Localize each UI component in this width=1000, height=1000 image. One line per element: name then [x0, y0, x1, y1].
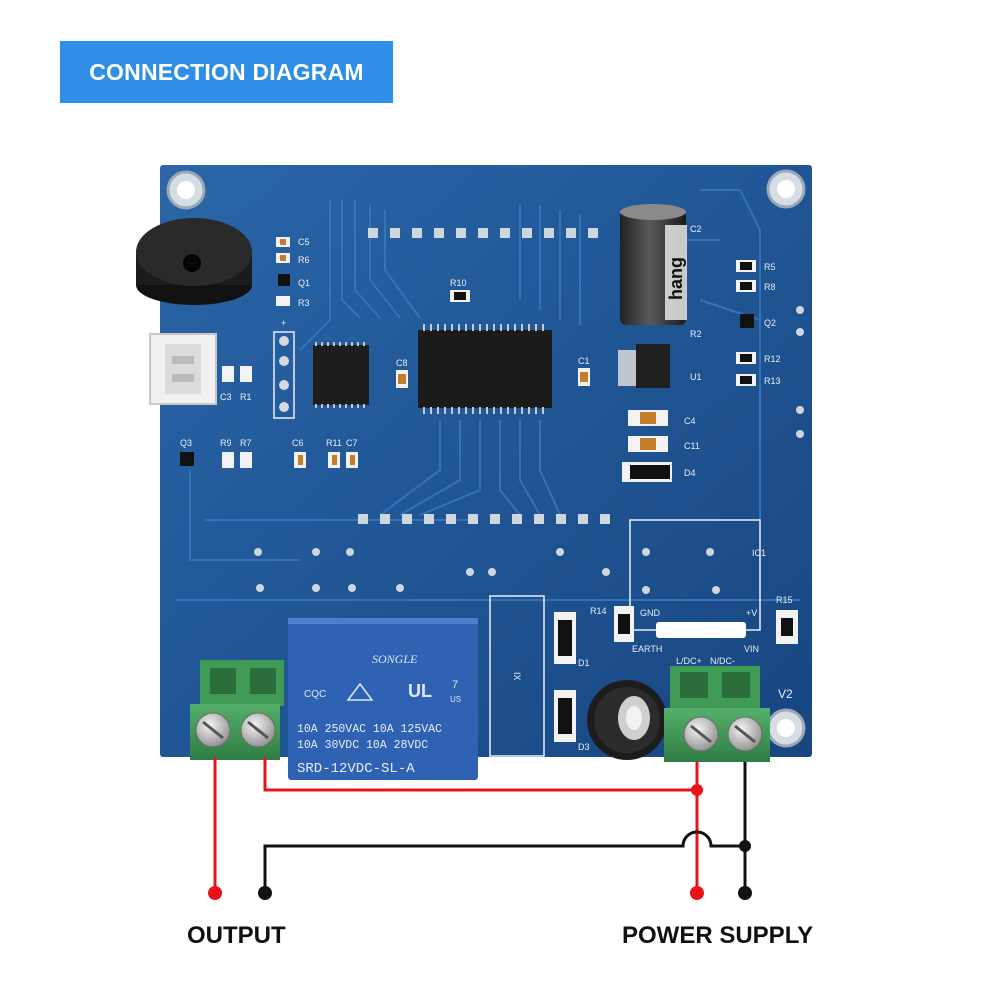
output-neutral-terminal-dot	[258, 886, 272, 900]
label-c8: C8	[396, 358, 408, 368]
relay-cert-left: CQC	[304, 689, 326, 700]
label-n-dc: N/DC-	[710, 656, 735, 666]
output-terminal-block	[190, 660, 284, 760]
mounting-hole	[166, 170, 206, 210]
label-u1: U1	[690, 372, 702, 382]
label-gnd: GND	[640, 608, 661, 618]
capacitor-brand: hang	[666, 257, 686, 300]
label-r6: R6	[298, 255, 310, 265]
neutral-junction-dot	[739, 840, 751, 852]
label-vin: VIN	[744, 644, 759, 654]
relay-cert-mark: UL	[408, 681, 432, 701]
label-r2: R2	[690, 329, 702, 339]
power-module-outline	[614, 519, 798, 644]
label-d4: D4	[684, 468, 696, 478]
label-c6: C6	[292, 438, 304, 448]
silkscreen-labels: C5 R6 Q1 R3 + R10 C2 R5 R8 Q2 R2 R12 R13…	[180, 224, 793, 752]
output-caption: OUTPUT	[187, 922, 286, 949]
wire-output-neutral	[263, 830, 745, 892]
label-c2: C2	[690, 224, 702, 234]
label-r7: R7	[240, 438, 252, 448]
label-pv: +V	[746, 608, 757, 618]
label-r1: R1	[240, 392, 252, 402]
wiring	[213, 757, 747, 892]
label-r13: R13	[764, 376, 781, 386]
main-controller-ic	[418, 324, 552, 414]
relay-cert-us: US	[450, 695, 461, 704]
label-d3: D3	[578, 742, 590, 752]
label-q2: Q2	[764, 318, 776, 328]
output-live-terminal-dot	[208, 886, 222, 900]
label-c4: C4	[684, 416, 696, 426]
small-ic	[313, 342, 369, 408]
label-q3: Q3	[180, 438, 192, 448]
relay-brand: SONGLE	[372, 652, 418, 666]
power-screw-right	[727, 716, 763, 752]
mounting-hole	[766, 708, 806, 748]
wire-endpoints	[208, 784, 752, 900]
label-r10: R10	[450, 278, 467, 288]
power-screw-left	[683, 716, 719, 752]
relay-model: SRD-12VDC-SL-A	[297, 761, 415, 777]
electrolytic-capacitor-c2: hang	[620, 204, 687, 325]
label-ic1: IC1	[752, 548, 766, 558]
label-q1: Q1	[298, 278, 310, 288]
sensor-connector	[149, 333, 217, 405]
output-screw-right	[240, 712, 276, 748]
power-live-terminal-dot	[690, 886, 704, 900]
label-c3: C3	[220, 392, 232, 402]
label-r5: R5	[764, 262, 776, 272]
label-c11: C11	[684, 441, 700, 451]
label-r8: R8	[764, 282, 776, 292]
label-plus: +	[281, 318, 286, 328]
label-c1: C1	[578, 356, 590, 366]
label-c5: C5	[298, 237, 310, 247]
live-junction-dot	[691, 784, 703, 796]
wire-relay-bridge	[263, 757, 697, 792]
label-v2: V2	[778, 687, 793, 701]
label-r9: R9	[220, 438, 232, 448]
relay: SONGLE CQC UL 7 US 10A 250VAC 10A 125VAC…	[288, 618, 478, 780]
mounting-hole	[766, 169, 806, 209]
electrolytic-capacitor-small	[587, 680, 667, 760]
label-earth: EARTH	[632, 644, 662, 654]
relay-rating-2: 10A 30VDC 10A 28VDC	[297, 739, 428, 752]
power-supply-caption: POWER SUPPLY	[622, 922, 814, 949]
label-r3: R3	[298, 298, 310, 308]
label-r15: R15	[776, 595, 793, 605]
output-screw-left	[195, 712, 231, 748]
relay-cert-num: 7	[452, 679, 458, 691]
smd-components	[180, 237, 756, 482]
label-r14: R14	[590, 606, 607, 616]
label-l-dc: L/DC+	[676, 656, 702, 666]
diode-area	[489, 595, 576, 757]
label-d1: D1	[578, 658, 590, 668]
diagram-title: CONNECTION DIAGRAM	[60, 41, 393, 103]
power-terminal-block	[664, 666, 770, 762]
label-c7: C7	[346, 438, 358, 448]
buzzer	[136, 218, 252, 305]
label-r11: R11	[326, 438, 342, 448]
power-neutral-terminal-dot	[738, 886, 752, 900]
relay-rating-1: 10A 250VAC 10A 125VAC	[297, 723, 442, 736]
label-r12: R12	[764, 354, 781, 364]
label-ix: IX	[512, 672, 522, 681]
